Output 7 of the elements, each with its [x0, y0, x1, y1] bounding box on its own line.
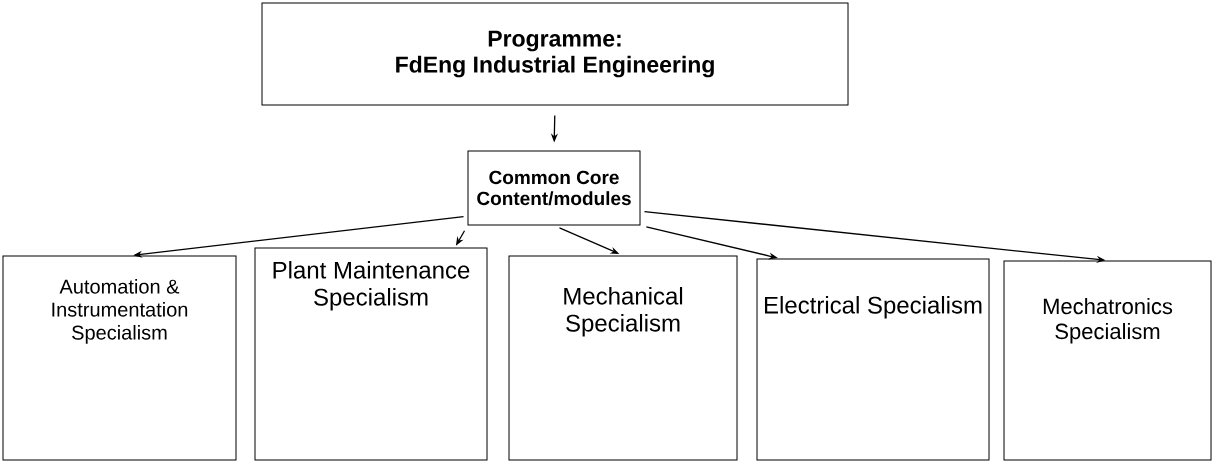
specialism-box: Electrical Specialism [756, 258, 990, 461]
specialism-box: Automation & Instrumentation Specialism [2, 255, 237, 461]
specialism-box: Mechanical Specialism [508, 255, 738, 461]
specialism-box: Mechatronics Specialism [1003, 260, 1212, 461]
programme-box: Programme: FdEng Industrial Engineering [261, 2, 849, 106]
specialism-box: Plant Maintenance Specialism [254, 247, 488, 461]
core-box: Common Core Content/modules [467, 150, 641, 226]
